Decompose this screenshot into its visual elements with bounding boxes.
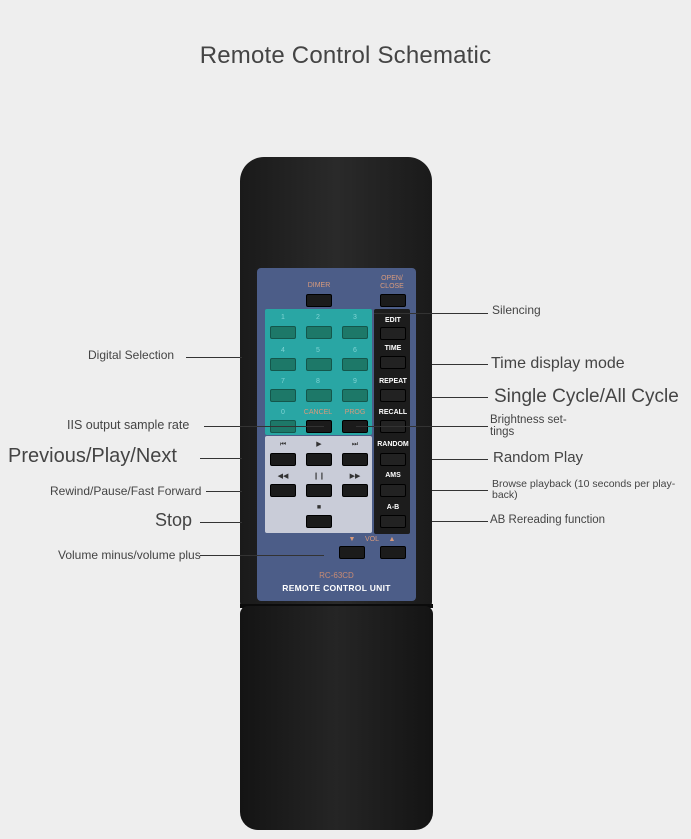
open-close-button[interactable] bbox=[380, 294, 406, 307]
callout-time-display: Time display mode bbox=[491, 355, 625, 372]
leader-line bbox=[200, 522, 242, 523]
leader-line bbox=[432, 397, 488, 398]
digit-label: 0 bbox=[281, 409, 285, 416]
leader-line bbox=[186, 357, 242, 358]
previous-button[interactable] bbox=[270, 453, 296, 466]
random-label: RANDOM bbox=[377, 441, 409, 448]
pause-button[interactable] bbox=[306, 484, 332, 497]
leader-line bbox=[432, 459, 488, 460]
digit-label: 3 bbox=[353, 314, 357, 321]
callout-ab-rereading: AB Rereading function bbox=[490, 514, 606, 526]
unit-label: REMOTE CONTROL UNIT bbox=[282, 583, 391, 593]
callout-brightness-line2: tings bbox=[490, 426, 515, 438]
model-number: RC-63CD bbox=[319, 571, 354, 580]
cancel-label: CANCEL bbox=[303, 409, 333, 416]
rewind-button[interactable] bbox=[270, 484, 296, 497]
callout-random-play: Random Play bbox=[493, 449, 584, 466]
repeat-label: REPEAT bbox=[379, 378, 407, 385]
prog-label: PROG bbox=[344, 409, 366, 416]
ams-button[interactable] bbox=[380, 484, 406, 497]
leader-line bbox=[432, 521, 488, 522]
digit-label: 5 bbox=[316, 347, 320, 354]
stop-icon: ■ bbox=[316, 504, 322, 511]
digit-label: 1 bbox=[281, 314, 285, 321]
play-button[interactable] bbox=[306, 453, 332, 466]
callout-digital-selection: Digital Selection bbox=[88, 348, 175, 362]
dimmer-button[interactable] bbox=[306, 294, 332, 307]
digit-8-button[interactable] bbox=[306, 389, 332, 402]
digit-label: 7 bbox=[281, 378, 285, 385]
digit-4-button[interactable] bbox=[270, 358, 296, 371]
digit-6-button[interactable] bbox=[342, 358, 368, 371]
leader-line bbox=[200, 555, 324, 556]
leader-line bbox=[356, 426, 488, 427]
fast-forward-icon: ▶▶ bbox=[349, 473, 361, 480]
previous-icon: ⏮ bbox=[279, 441, 287, 448]
next-icon: ⏭ bbox=[351, 441, 359, 448]
rewind-icon: ◀◀ bbox=[277, 473, 289, 480]
dimmer-label: DIMER bbox=[307, 282, 331, 289]
leader-line bbox=[432, 490, 488, 491]
digit-3-button[interactable] bbox=[342, 326, 368, 339]
digit-9-button[interactable] bbox=[342, 389, 368, 402]
next-button[interactable] bbox=[342, 453, 368, 466]
leader-line bbox=[432, 364, 488, 365]
callout-brightness-line1: Brightness set- bbox=[490, 414, 567, 426]
pause-icon: ❙❙ bbox=[313, 473, 325, 480]
play-icon: ▶ bbox=[316, 441, 322, 448]
leader-line bbox=[374, 313, 488, 314]
ab-label: A-B bbox=[386, 504, 400, 511]
ab-button[interactable] bbox=[380, 515, 406, 528]
callout-silencing: Silencing bbox=[492, 303, 541, 317]
leader-line bbox=[206, 491, 242, 492]
callout-stop: Stop bbox=[155, 510, 193, 530]
repeat-button[interactable] bbox=[380, 389, 406, 402]
vol-up-icon: ▲ bbox=[388, 536, 396, 543]
volume-down-button[interactable] bbox=[339, 546, 365, 559]
digit-7-button[interactable] bbox=[270, 389, 296, 402]
vol-down-icon: ▼ bbox=[348, 536, 356, 543]
diagram-title: Remote Control Schematic bbox=[199, 42, 492, 69]
open-close-label: OPEN/ CLOSE bbox=[380, 275, 404, 290]
stop-button[interactable] bbox=[306, 515, 332, 528]
digit-label: 9 bbox=[353, 378, 357, 385]
callout-volume: Volume minus/volume plus bbox=[58, 548, 201, 562]
time-button[interactable] bbox=[380, 356, 406, 369]
recall-label: RECALL bbox=[378, 409, 408, 416]
callout-browse-line2: back) bbox=[492, 489, 518, 501]
digit-1-button[interactable] bbox=[270, 326, 296, 339]
digit-label: 4 bbox=[281, 347, 285, 354]
ams-label: AMS bbox=[385, 472, 401, 479]
leader-line bbox=[204, 426, 324, 427]
leader-line bbox=[200, 458, 242, 459]
callout-browse-line1: Browse playback (10 seconds per play- bbox=[492, 478, 676, 490]
digit-label: 8 bbox=[316, 378, 320, 385]
callout-rewind-pause-ff: Rewind/Pause/Fast Forward bbox=[50, 484, 202, 498]
vol-label: VOL bbox=[364, 536, 379, 543]
random-button[interactable] bbox=[380, 453, 406, 466]
digit-2-button[interactable] bbox=[306, 326, 332, 339]
digit-label: 2 bbox=[316, 314, 320, 321]
callout-single-cycle: Single Cycle/All Cycle bbox=[494, 386, 679, 407]
time-label: TIME bbox=[384, 345, 402, 352]
digit-5-button[interactable] bbox=[306, 358, 332, 371]
edit-button[interactable] bbox=[380, 327, 406, 340]
callout-iis-output: IIS output sample rate bbox=[67, 418, 190, 432]
volume-up-button[interactable] bbox=[380, 546, 406, 559]
callout-previous-play-next: Previous/Play/Next bbox=[8, 445, 177, 467]
edit-label: EDIT bbox=[385, 317, 401, 324]
remote-lower-body bbox=[240, 606, 433, 830]
fast-forward-button[interactable] bbox=[342, 484, 368, 497]
digit-label: 6 bbox=[353, 347, 357, 354]
